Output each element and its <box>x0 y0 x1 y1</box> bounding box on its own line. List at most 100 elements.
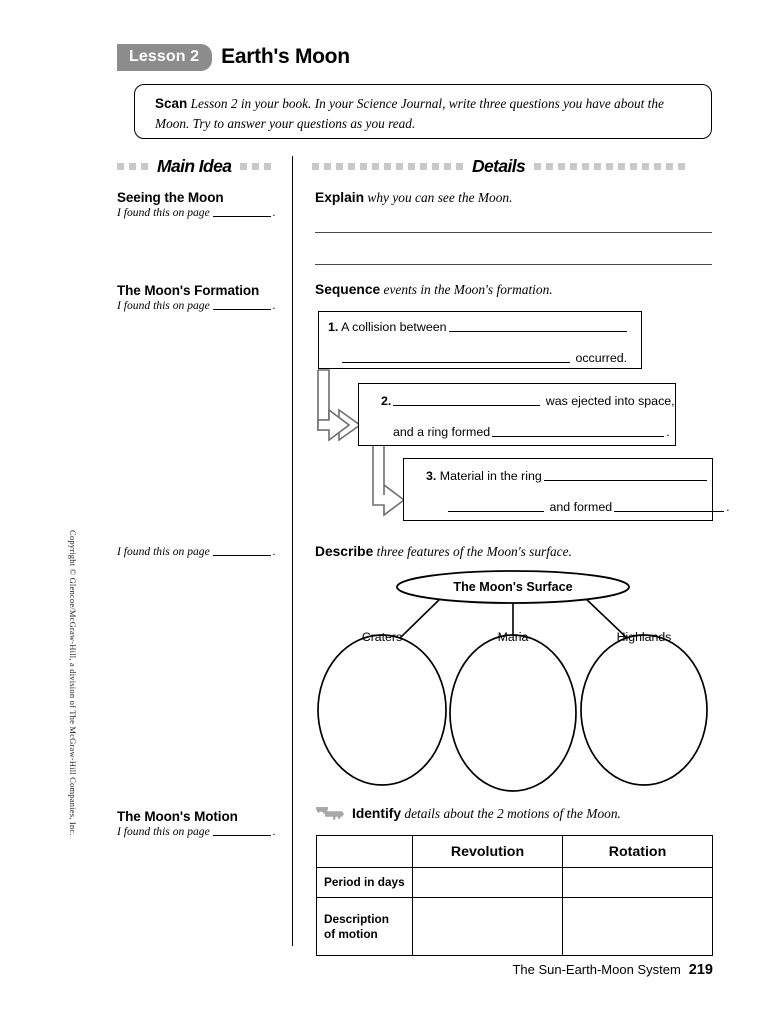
web-connector-left <box>399 596 443 639</box>
step-text-post: . <box>666 425 670 440</box>
step-text-pre: and a ring formed <box>393 425 491 440</box>
found-label: I found this on page <box>117 545 210 558</box>
decorative-square-icon <box>420 162 427 170</box>
decorative-square-icon <box>252 162 260 170</box>
scan-text: Scan Lesson 2 in your book. In your Scie… <box>155 94 695 133</box>
main-idea-band: Main Idea <box>117 155 272 176</box>
decorative-square-icon <box>432 162 439 170</box>
step-text-pre: A collision between <box>341 320 447 334</box>
table-col-header-revolution: Revolution <box>412 835 563 868</box>
found-suffix: . <box>272 299 276 312</box>
copyright-notice: Copyright © Glencoe/McGraw-Hill, a divis… <box>68 530 78 836</box>
web-oval-maria <box>449 634 577 792</box>
decorative-square-icon <box>606 162 614 170</box>
step-text-pre: Material in the ring <box>439 469 542 483</box>
explain-write-line-2[interactable] <box>315 264 712 265</box>
decorative-square-icon <box>618 162 626 170</box>
scan-instruction-box: Scan Lesson 2 in your book. In your Scie… <box>134 84 712 139</box>
sequence-step-1-box: 1. A collision between occurred. <box>318 311 642 369</box>
explain-verb: Explain <box>315 190 365 205</box>
table-cell-description-rotation[interactable] <box>562 897 713 956</box>
main-idea-title: Main Idea <box>157 155 232 176</box>
main-idea-heading: The Moon's Motion <box>117 809 238 824</box>
sequence-prompt: Sequence events in the Moon's formation. <box>315 282 715 298</box>
decorative-square-icon <box>129 162 136 170</box>
table-row: Period in days <box>316 867 713 898</box>
step-number: 1. <box>328 320 339 334</box>
main-idea-item-the-moons-formation: The Moon's Formation I found this on pag… <box>117 283 287 312</box>
page-blank-input[interactable] <box>212 309 271 310</box>
details-band: Details <box>312 156 714 176</box>
table-cell-description-revolution[interactable] <box>412 897 563 956</box>
footer-page-number: 219 <box>688 962 713 978</box>
decorative-square-icon <box>654 162 662 170</box>
step-blank-input[interactable] <box>448 511 544 513</box>
web-branch-label-craters: Craters <box>361 630 403 644</box>
square-run-left <box>117 162 148 170</box>
scan-body: Lesson 2 in your book. In your Science J… <box>155 96 664 131</box>
page-blank-input[interactable] <box>212 216 271 217</box>
decorative-square-icon <box>117 162 124 170</box>
web-connector-right <box>583 596 628 639</box>
decorative-square-icon <box>372 162 379 170</box>
sequence-step-2-box: 2. was ejected into space, and a ring fo… <box>358 383 676 446</box>
page-blank-input[interactable] <box>212 835 271 836</box>
page-blank-input[interactable] <box>212 555 271 556</box>
page-footer: The Sun-Earth-Moon System 219 <box>512 962 713 978</box>
decorative-square-icon <box>408 162 415 170</box>
found-label: I found this on page <box>117 825 210 838</box>
step-blank-input[interactable] <box>342 362 570 364</box>
decorative-square-icon <box>546 162 554 170</box>
step-text-post: . <box>726 500 730 515</box>
describe-text: three features of the Moon's surface. <box>373 544 572 559</box>
details-title: Details <box>472 155 526 176</box>
describe-section: Describe three features of the Moon's su… <box>315 544 715 560</box>
decorative-square-icon <box>384 162 391 170</box>
identify-text: details about the 2 motions of the Moon. <box>401 806 621 821</box>
explain-write-line-1[interactable] <box>315 232 712 233</box>
sequence-step-2-line-2: and a ring formed. <box>381 425 675 439</box>
square-run-left <box>312 162 463 170</box>
decorative-square-icon <box>336 162 343 170</box>
describe-verb: Describe <box>315 544 374 559</box>
step-blank-input[interactable] <box>614 511 725 513</box>
main-idea-item-seeing-the-moon: Seeing the Moon I found this on page. <box>117 190 287 219</box>
decorative-square-icon <box>558 162 566 170</box>
sequence-verb: Sequence <box>315 282 381 297</box>
found-suffix: . <box>272 545 276 558</box>
decorative-square-icon <box>240 162 248 170</box>
main-idea-heading: Seeing the Moon <box>117 190 224 205</box>
page-header: Lesson 2 Earth's Moon <box>117 44 350 71</box>
web-oval-center <box>396 570 630 604</box>
square-run-right <box>240 162 272 170</box>
step-blank-input[interactable] <box>492 436 665 438</box>
sequence-step-2-line-1: 2. was ejected into space, <box>381 394 675 408</box>
decorative-square-icon <box>456 162 463 170</box>
step-number: 3. <box>426 469 437 483</box>
step-text-post: was ejected into space, <box>545 394 675 408</box>
decorative-square-icon <box>444 162 451 170</box>
explain-prompt: Explain why you can see the Moon. <box>315 190 715 206</box>
decorative-square-icon <box>594 162 602 170</box>
found-on-page: I found this on page. <box>117 825 287 838</box>
moon-surface-web-diagram <box>317 570 708 792</box>
sequence-step-3-line-1: 3. Material in the ring <box>426 469 712 483</box>
table-col-header-rotation: Rotation <box>562 835 713 868</box>
identify-verb: Identify <box>352 806 402 821</box>
motion-table: Revolution Rotation Period in days Descr… <box>316 835 713 956</box>
step-blank-input[interactable] <box>393 405 541 406</box>
table-cell-period-revolution[interactable] <box>412 867 563 898</box>
explain-section: Explain why you can see the Moon. <box>315 190 715 206</box>
lesson-badge: Lesson 2 <box>117 44 213 71</box>
found-label: I found this on page <box>117 299 210 312</box>
table-cell-period-rotation[interactable] <box>562 867 713 898</box>
found-on-page: I found this on page. <box>117 206 287 219</box>
scan-label: Scan <box>155 96 188 111</box>
decorative-square-icon <box>666 162 674 170</box>
main-idea-item-the-moons-motion: The Moon's Motion I found this on page. <box>117 809 287 838</box>
found-label: I found this on page <box>117 206 210 219</box>
table-corner-cell <box>316 835 413 868</box>
found-suffix: . <box>272 206 276 219</box>
step-blank-input[interactable] <box>543 480 707 481</box>
step-blank-input[interactable] <box>448 331 627 332</box>
